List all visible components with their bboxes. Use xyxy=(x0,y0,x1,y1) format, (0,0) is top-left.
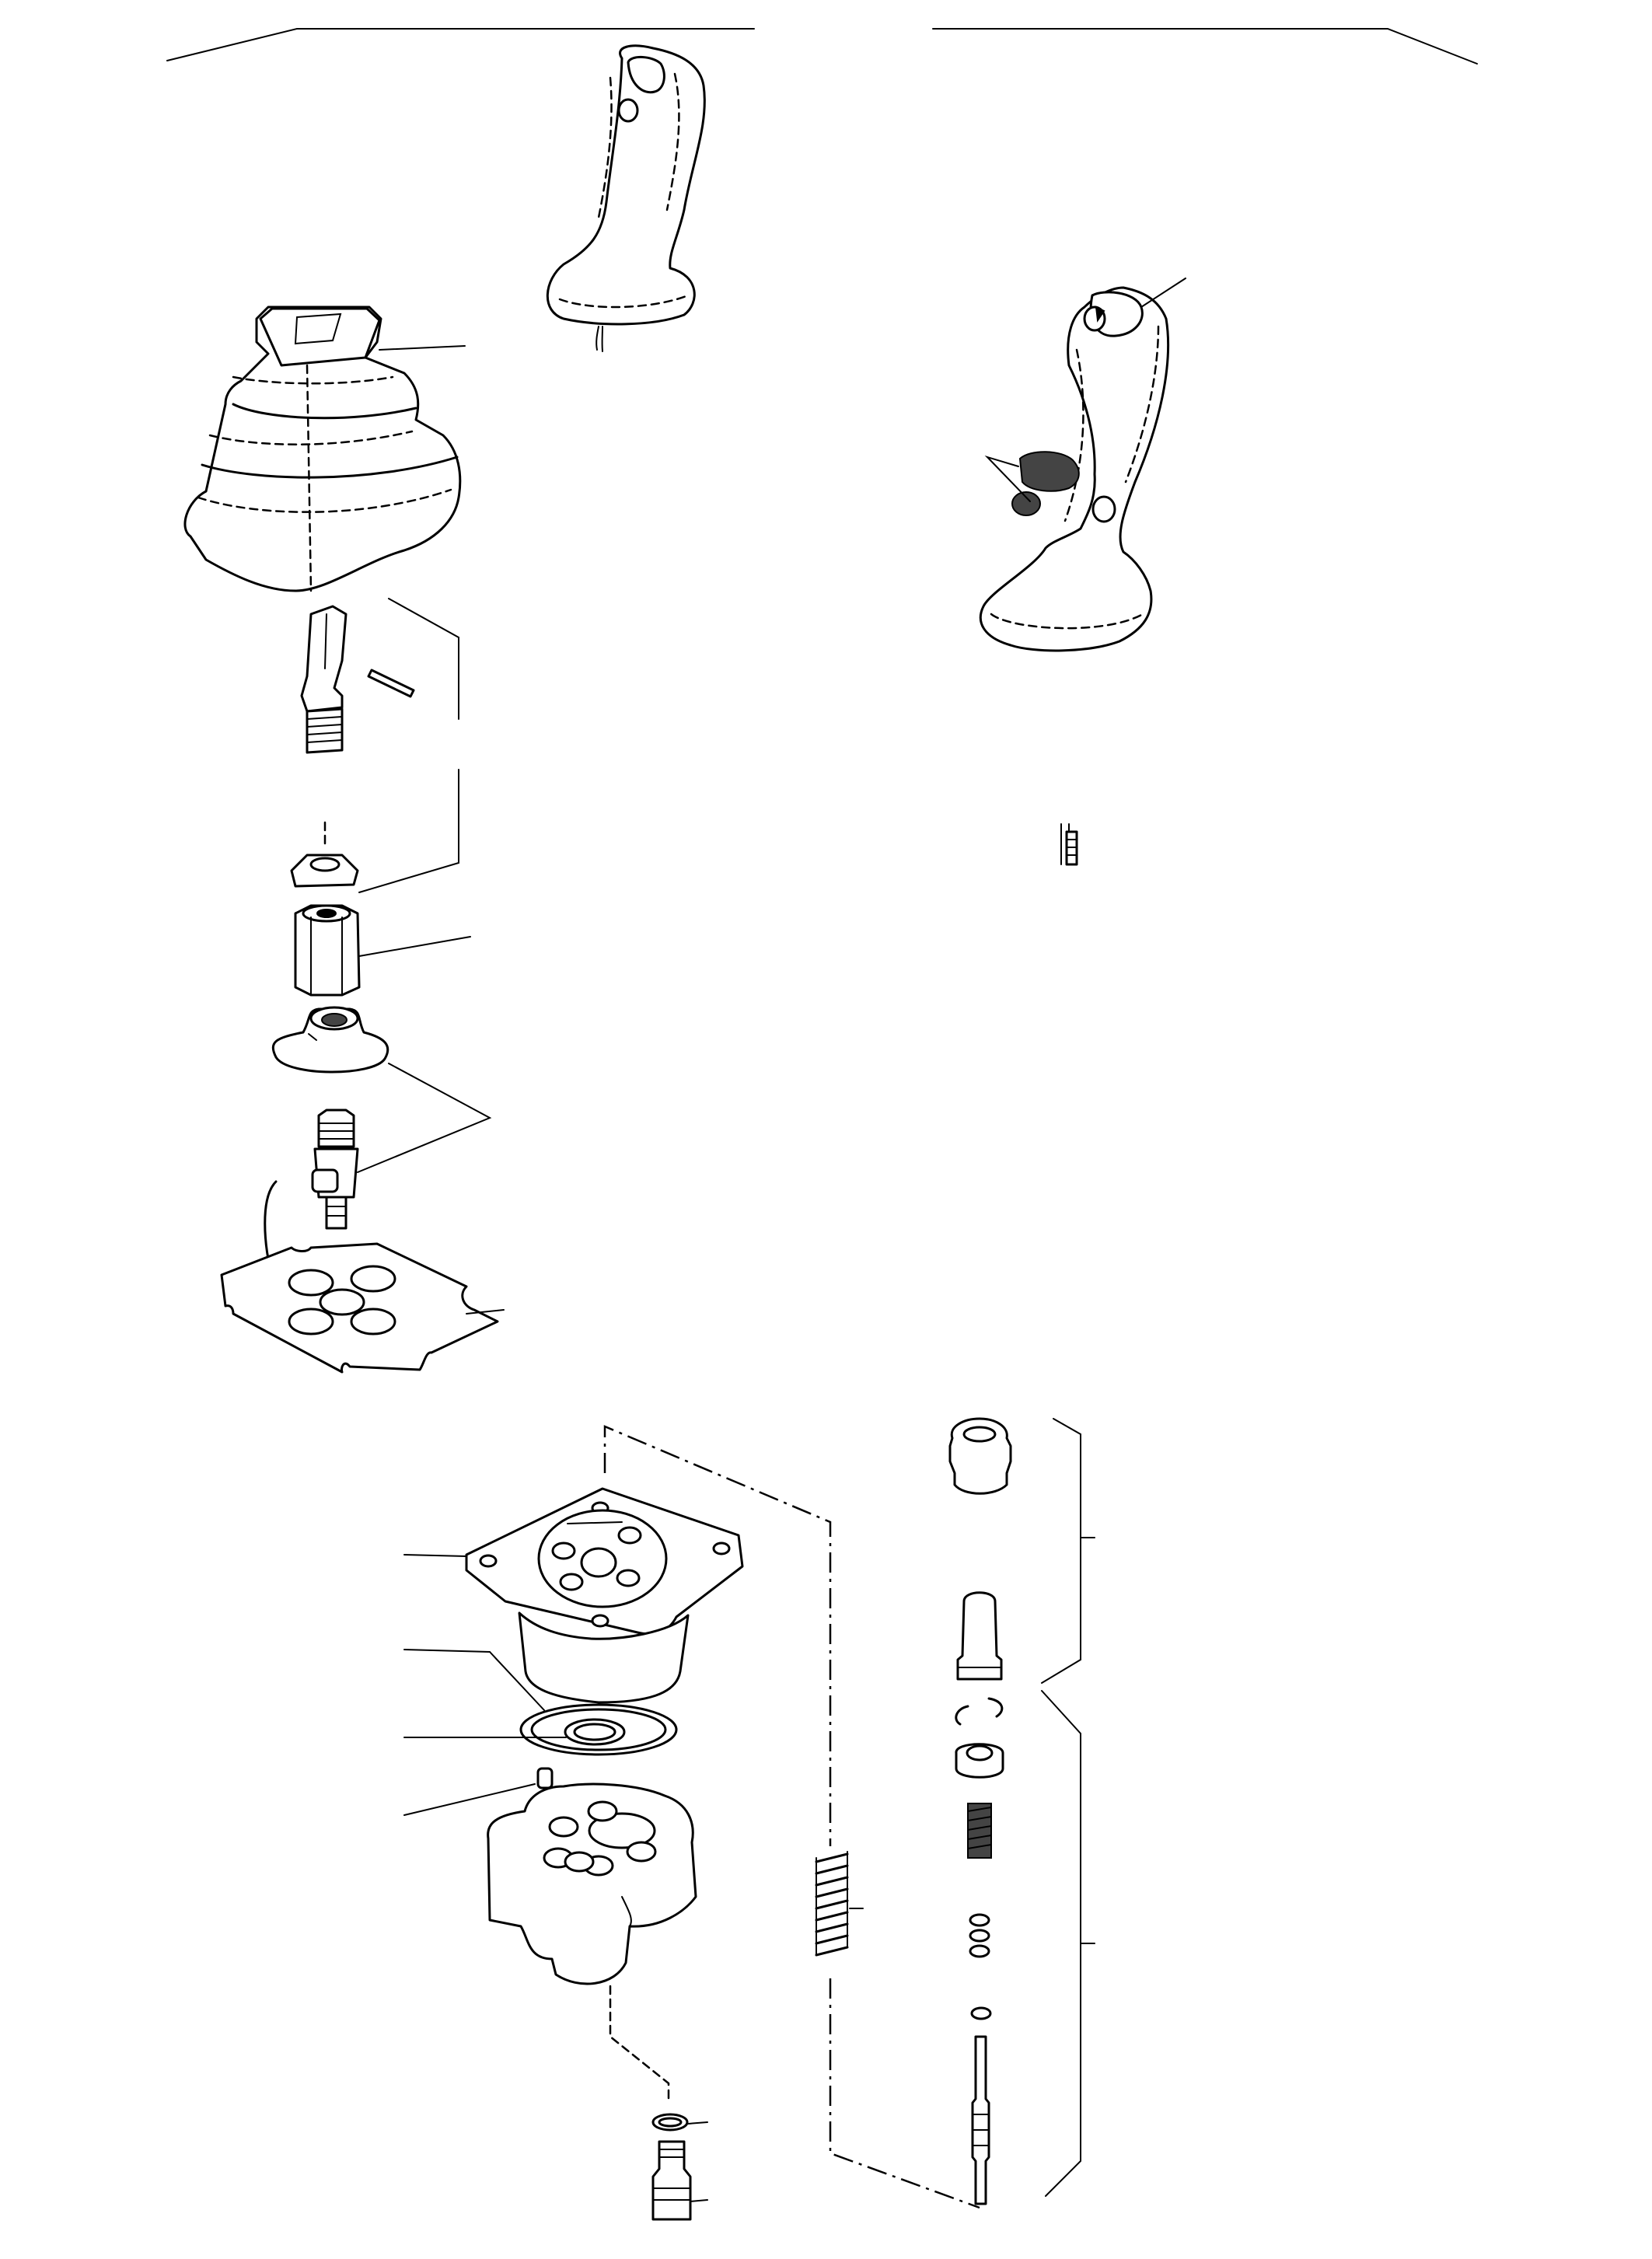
spring-large xyxy=(815,1851,864,1957)
fitting xyxy=(651,2140,708,2221)
washers xyxy=(969,1913,992,2020)
rubber-boot xyxy=(183,306,466,592)
bracket-upper xyxy=(1041,1418,1081,1684)
plunger xyxy=(956,1591,1003,1681)
valve-body xyxy=(487,1782,697,1985)
grip-handle-right xyxy=(979,278,1186,652)
spool xyxy=(971,2035,990,2205)
universal-joint xyxy=(311,1063,492,1230)
callout-leader xyxy=(403,1783,536,1816)
dowel-pin xyxy=(403,1767,554,1816)
dash-axis xyxy=(609,1985,670,2100)
pin xyxy=(367,669,415,698)
grip-handle-upper xyxy=(546,44,706,352)
callout-leader xyxy=(1140,278,1186,308)
seal-ring-small xyxy=(403,1718,626,1746)
callout-leader xyxy=(466,1309,505,1315)
cap-button-pair xyxy=(984,451,1080,516)
o-ring xyxy=(651,2113,708,2132)
callout-leader xyxy=(687,2121,708,2125)
bracket-lower xyxy=(1041,1690,1081,2197)
bracket-lever-nut xyxy=(358,598,459,893)
valve-cover xyxy=(403,1487,744,1636)
lever-stem xyxy=(300,605,348,754)
header-rule-left xyxy=(166,28,755,61)
guide-line xyxy=(829,1978,980,2209)
hex-nut xyxy=(290,854,359,888)
callout-leader xyxy=(690,2199,708,2202)
coupling-sleeve xyxy=(294,904,471,997)
spring-seat xyxy=(955,1743,1004,1779)
snap-ring xyxy=(955,1697,1004,1726)
callout-leader xyxy=(358,936,471,957)
valve-sleeve xyxy=(403,1611,690,1711)
screw xyxy=(1060,823,1078,866)
base-plate xyxy=(220,1242,505,1374)
spring-small xyxy=(967,1803,992,1859)
callout-leader xyxy=(489,1651,545,1711)
callout-leader xyxy=(403,1554,467,1557)
header-rule-right xyxy=(932,28,1478,65)
callout-leader xyxy=(379,345,466,351)
cone-retainer xyxy=(271,1006,389,1074)
plug-top xyxy=(948,1417,1012,1495)
